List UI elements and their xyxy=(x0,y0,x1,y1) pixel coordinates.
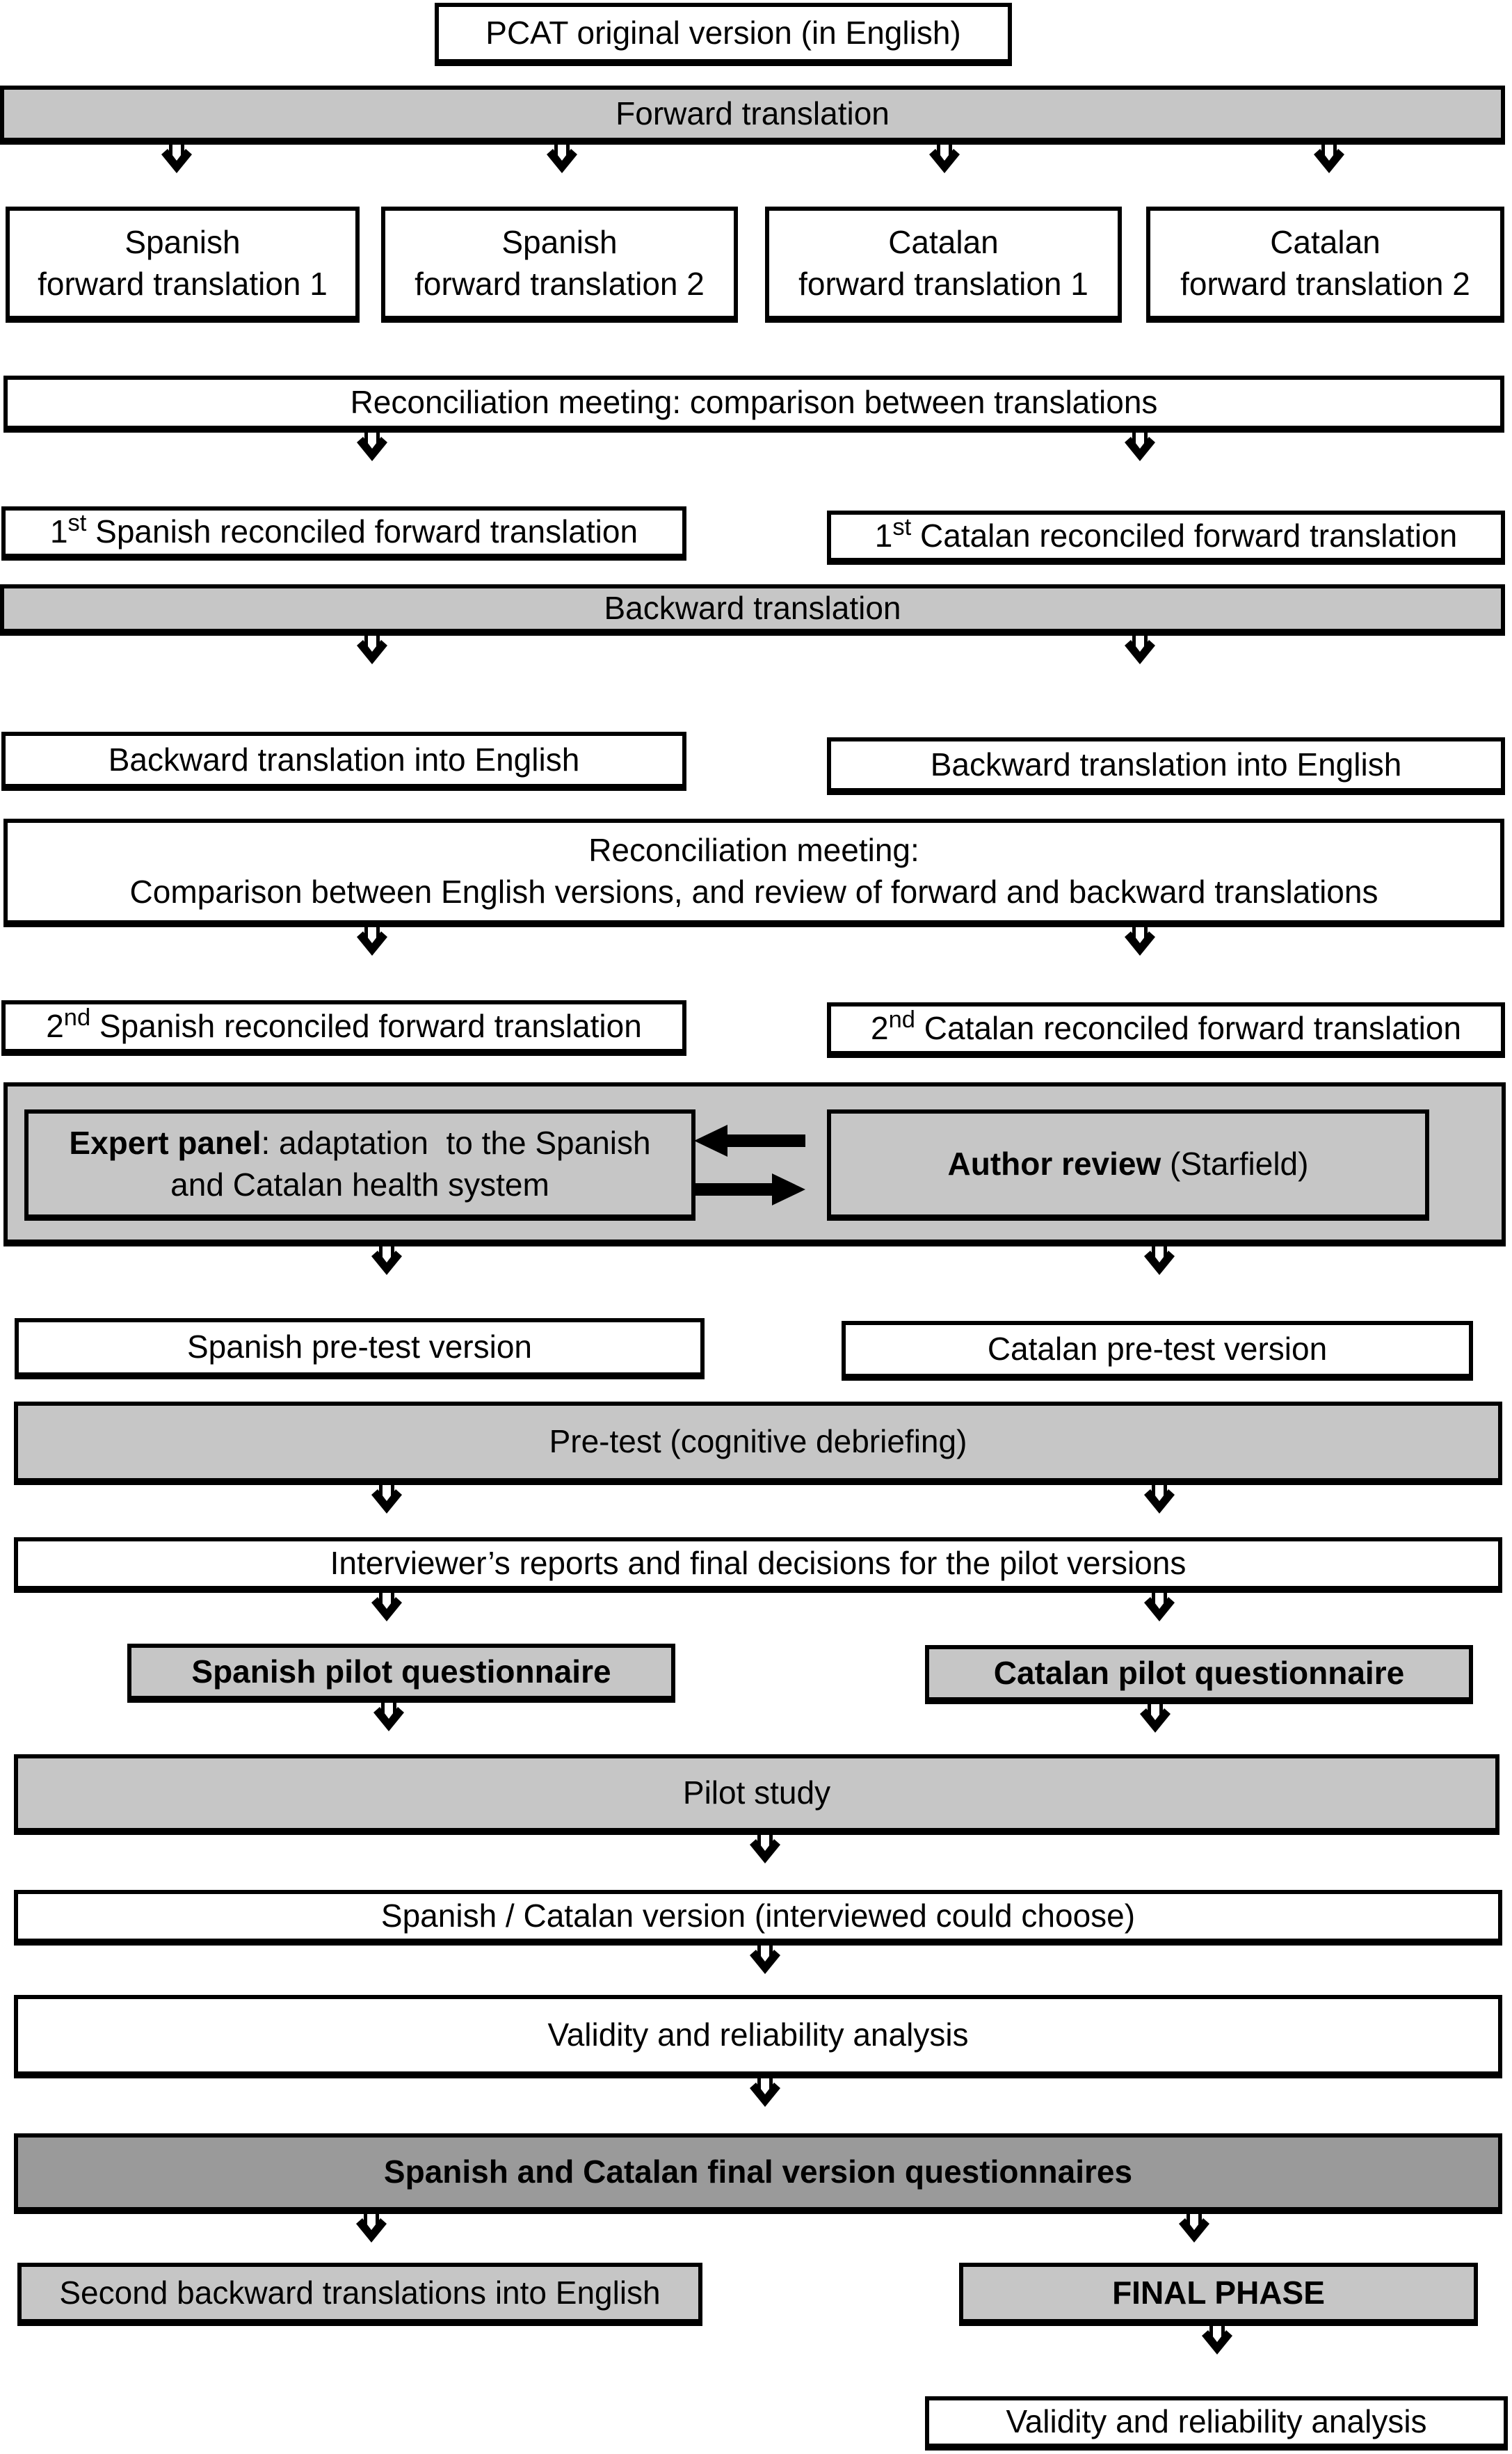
spanish-pilot-questionnaire-box: Spanish pilot questionnaire xyxy=(127,1644,675,1703)
second-catalan-reconciled-box: 2nd Catalan reconciled forward translati… xyxy=(827,1002,1505,1058)
down-arrow-icon xyxy=(371,1591,403,1625)
spanish-catalan-version-box: Spanish / Catalan version (interviewed c… xyxy=(14,1890,1502,1946)
ordinal-suffix: st xyxy=(67,509,87,536)
ordinal-number: 1 xyxy=(49,513,68,550)
bold-label: Expert panel xyxy=(69,1124,262,1161)
down-arrow-icon xyxy=(356,634,388,668)
box-label: 1st Catalan reconciled forward translati… xyxy=(875,515,1457,557)
box-label: Author review (Starfield) xyxy=(948,1144,1309,1185)
final-phase-box: FINAL PHASE xyxy=(959,2263,1478,2326)
down-arrow-icon xyxy=(1201,2325,1233,2358)
down-arrow-icon xyxy=(1139,1703,1171,1736)
box-label-line1: Catalan xyxy=(888,223,999,260)
validity-reliability-analysis-final-box: Validity and reliability analysis xyxy=(925,2396,1508,2451)
solid-left-arrow-icon xyxy=(694,1125,805,1157)
down-arrow-icon xyxy=(1178,2213,1210,2246)
ordinal-suffix: nd xyxy=(63,1004,91,1031)
box-label-line1: Catalan xyxy=(1270,223,1381,260)
box-label-line2: and Catalan health system xyxy=(170,1166,549,1203)
box-label-text: : adaptation to the Spanish xyxy=(261,1124,651,1161)
catalan-forward-translation-2-box: Catalan forward translation 2 xyxy=(1146,207,1504,323)
catalan-forward-translation-1-box: Catalan forward translation 1 xyxy=(765,207,1122,323)
first-spanish-reconciled-box: 1st Spanish reconciled forward translati… xyxy=(1,506,686,561)
box-label-text: Catalan reconciled forward translation xyxy=(911,518,1458,554)
down-arrow-icon xyxy=(749,1834,781,1867)
spanish-forward-translation-1-box: Spanish forward translation 1 xyxy=(6,207,360,323)
pcat-original-box: PCAT original version (in English) xyxy=(435,3,1012,66)
down-arrow-icon xyxy=(749,1944,781,1978)
ordinal-suffix: st xyxy=(892,513,912,540)
author-review-box: Author review (Starfield) xyxy=(827,1109,1429,1221)
ordinal-number: 1 xyxy=(874,518,893,554)
down-arrow-icon xyxy=(161,143,193,177)
forward-translation-bar: Forward translation xyxy=(0,86,1505,145)
interviewer-reports-box: Interviewer’s reports and final decision… xyxy=(14,1537,1502,1593)
ordinal-number: 2 xyxy=(871,1010,889,1047)
first-catalan-reconciled-box: 1st Catalan reconciled forward translati… xyxy=(827,511,1505,565)
expert-panel-box: Expert panel: adaptation to the Spanish … xyxy=(24,1109,695,1221)
box-label: 2nd Spanish reconciled forward translati… xyxy=(46,1006,642,1048)
catalan-pilot-questionnaire-box: Catalan pilot questionnaire xyxy=(925,1645,1473,1704)
down-arrow-icon xyxy=(373,1701,405,1735)
pilot-study-bar: Pilot study xyxy=(14,1754,1499,1835)
box-label-line2: forward translation 2 xyxy=(1180,265,1470,302)
reconciliation-meeting-1-box: Reconciliation meeting: comparison betwe… xyxy=(3,376,1504,433)
box-label-line1: Spanish xyxy=(124,223,241,260)
box-label-text: Spanish reconciled forward translation xyxy=(86,513,638,550)
box-label-line1: Expert panel: adaptation to the Spanish xyxy=(69,1123,650,1164)
box-label: 2nd Catalan reconciled forward translati… xyxy=(871,1008,1461,1050)
backward-into-english-left-box: Backward translation into English xyxy=(1,732,686,791)
solid-right-arrow-icon xyxy=(694,1173,805,1205)
down-arrow-icon xyxy=(749,2077,781,2110)
bold-label: Author review xyxy=(947,1145,1161,1182)
down-arrow-icon xyxy=(1124,926,1156,959)
box-label-line2: forward translation 1 xyxy=(38,265,328,302)
down-arrow-icon xyxy=(1313,143,1345,177)
spanish-forward-translation-2-box: Spanish forward translation 2 xyxy=(381,207,738,323)
down-arrow-icon xyxy=(1143,1245,1175,1278)
box-label-line2: Comparison between English versions, and… xyxy=(129,874,1378,910)
catalan-pretest-version-box: Catalan pre-test version xyxy=(842,1321,1473,1381)
box-label: Spanish forward translation 2 xyxy=(415,222,705,305)
pretest-cognitive-debriefing-bar: Pre-test (cognitive debriefing) xyxy=(14,1402,1502,1485)
down-arrow-icon xyxy=(371,1484,403,1517)
reconciliation-meeting-2-box: Reconciliation meeting: Comparison betwe… xyxy=(3,819,1504,927)
box-label: Catalan forward translation 1 xyxy=(798,222,1088,305)
second-backward-translations-box: Second backward translations into Englis… xyxy=(17,2263,702,2326)
box-label-line2: forward translation 1 xyxy=(798,265,1088,302)
box-label: Reconciliation meeting: Comparison betwe… xyxy=(130,830,1378,913)
box-label: Spanish forward translation 1 xyxy=(38,222,328,305)
second-spanish-reconciled-box: 2nd Spanish reconciled forward translati… xyxy=(1,1000,686,1056)
box-label-text: (Starfield) xyxy=(1161,1145,1309,1182)
down-arrow-icon xyxy=(1124,431,1156,465)
validity-reliability-analysis-box: Validity and reliability analysis xyxy=(14,1995,1502,2078)
box-label-line2: forward translation 2 xyxy=(415,265,705,302)
ordinal-number: 2 xyxy=(46,1008,64,1045)
down-arrow-icon xyxy=(355,2213,387,2246)
box-label-line1: Reconciliation meeting: xyxy=(588,832,919,869)
down-arrow-icon xyxy=(1143,1484,1175,1517)
down-arrow-icon xyxy=(371,1245,403,1278)
backward-into-english-right-box: Backward translation into English xyxy=(827,737,1505,795)
spanish-pretest-version-box: Spanish pre-test version xyxy=(15,1318,705,1379)
down-arrow-icon xyxy=(546,143,578,177)
box-label-text: Catalan reconciled forward translation xyxy=(915,1010,1461,1047)
ordinal-suffix: nd xyxy=(888,1006,915,1033)
box-label: 1st Spanish reconciled forward translati… xyxy=(50,511,638,553)
box-label: Catalan forward translation 2 xyxy=(1180,222,1470,305)
expert-author-container: Expert panel: adaptation to the Spanish … xyxy=(3,1082,1506,1246)
down-arrow-icon xyxy=(356,926,388,959)
box-label-line1: Spanish xyxy=(501,223,618,260)
down-arrow-icon xyxy=(356,431,388,465)
final-version-questionnaires-bar: Spanish and Catalan final version questi… xyxy=(14,2133,1502,2214)
box-label: Expert panel: adaptation to the Spanish … xyxy=(69,1123,650,1206)
box-label-text: Spanish reconciled forward translation xyxy=(90,1008,642,1045)
down-arrow-icon xyxy=(1143,1591,1175,1625)
down-arrow-icon xyxy=(928,143,960,177)
down-arrow-icon xyxy=(1124,634,1156,668)
backward-translation-bar: Backward translation xyxy=(0,584,1505,636)
